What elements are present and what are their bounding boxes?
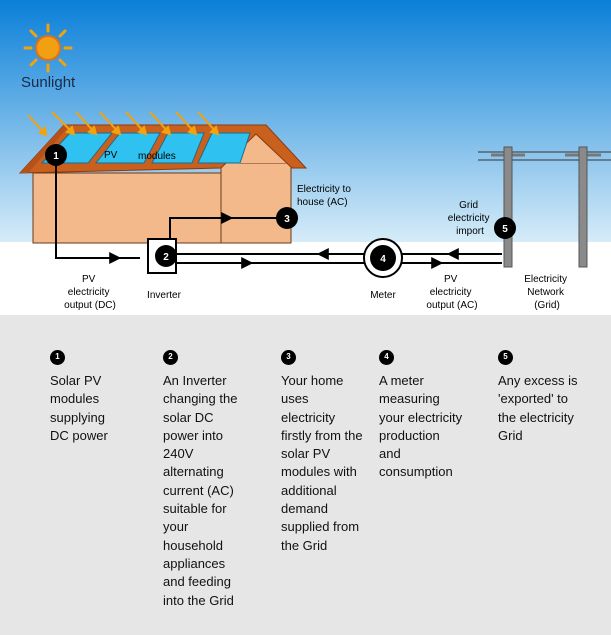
sun-rays (27, 111, 220, 137)
step-text-3: Your home uses electricity firstly from … (281, 373, 363, 553)
panel-2 (94, 132, 161, 164)
meter-label: Meter (370, 290, 396, 301)
house-wall-left (32, 172, 224, 244)
pv-output-dc-label: PV electricity output (DC) (64, 274, 116, 311)
step-badge-1: 1 (50, 350, 65, 365)
step-text-1: Solar PV modules supplying DC power (50, 373, 108, 443)
sunlight-label: Sunlight (21, 74, 76, 91)
svg-text:1: 1 (53, 151, 59, 162)
step-5: 5 Any excess is 'exported' to the electr… (498, 350, 604, 445)
step-3: 3 Your home uses electricity firstly fro… (281, 350, 377, 555)
badge-3: 3 (276, 207, 298, 229)
step-badge-2: 2 (163, 350, 178, 365)
step-badge-3: 3 (281, 350, 296, 365)
badge-2: 2 (155, 245, 177, 267)
svg-text:2: 2 (163, 252, 169, 263)
badge-4: 4 (370, 245, 396, 271)
step-text-4: A meter measuring your electricity produ… (379, 373, 463, 480)
panel-3 (151, 132, 205, 164)
utility-poles (478, 146, 611, 268)
svg-text:3: 3 (284, 214, 290, 225)
electricity-network-label: Electricity Network (Grid) (524, 274, 570, 311)
step-2: 2 An Inverter changing the solar DC powe… (163, 350, 275, 610)
badge-5: 5 (494, 217, 516, 239)
step-badge-5: 5 (498, 350, 513, 365)
house-wall-right (220, 162, 292, 244)
inverter-label: Inverter (147, 290, 182, 301)
sun-icon (23, 23, 73, 73)
modules-label: modules (138, 151, 176, 162)
panel-4 (197, 132, 251, 164)
svg-text:4: 4 (380, 254, 386, 265)
step-text-5: Any excess is 'exported' to the electric… (498, 373, 578, 443)
pv-output-ac-label: PV electricity output (AC) (426, 274, 477, 311)
electricity-to-house-label: Electricity to house (AC) (297, 184, 354, 208)
roof-front-left (20, 125, 70, 173)
grid-electricity-import-label: Grid electricity import (448, 200, 492, 237)
pv-label: PV (104, 150, 118, 161)
steps-panel (0, 315, 611, 635)
step-1: 1 Solar PV modules supplying DC power (50, 350, 150, 445)
step-text-2: An Inverter changing the solar DC power … (163, 373, 238, 608)
svg-text:5: 5 (502, 224, 508, 235)
solar-panels (40, 132, 251, 164)
step-4: 4 A meter measuring your electricity pro… (379, 350, 489, 482)
step-badge-4: 4 (379, 350, 394, 365)
badge-1: 1 (45, 144, 67, 166)
wiring (55, 160, 502, 269)
